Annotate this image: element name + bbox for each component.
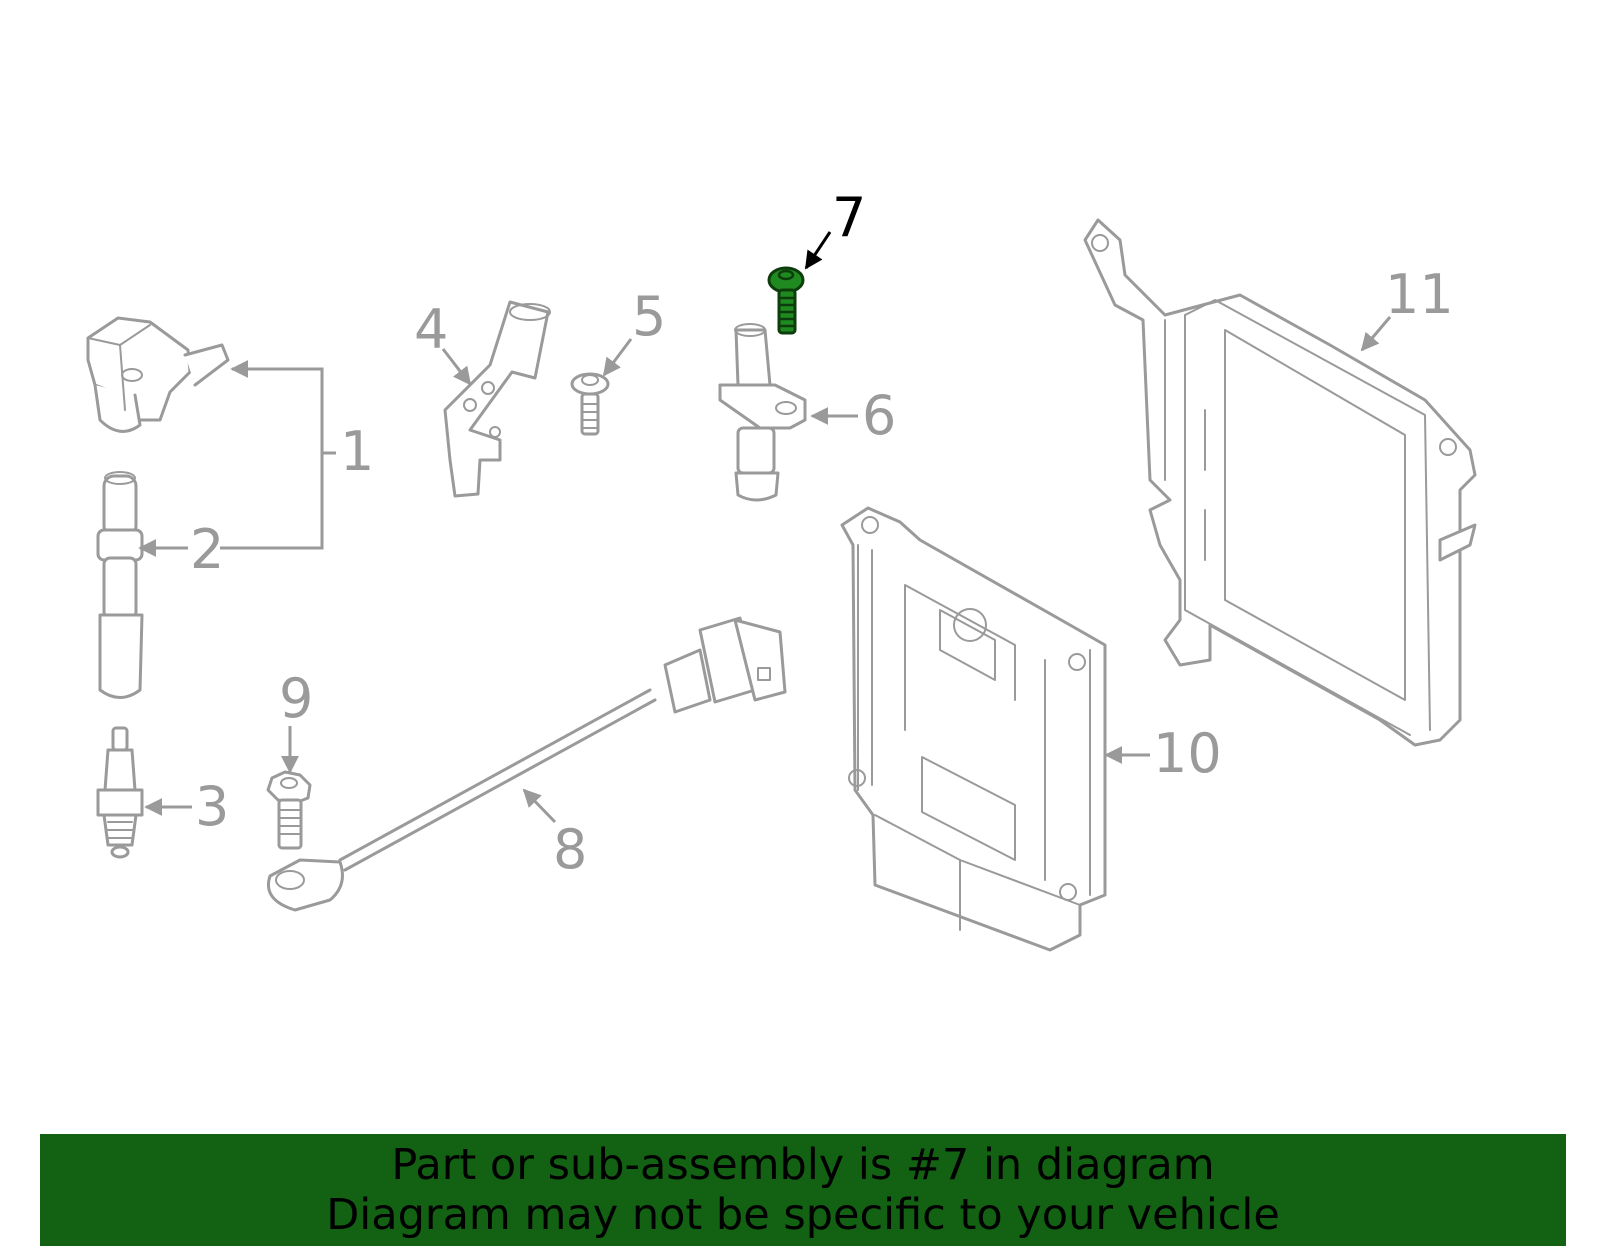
cam-sensor-part-6 (718, 323, 807, 502)
bolt-part-7-highlighted (767, 266, 805, 335)
callout-11: 11 (1385, 263, 1454, 326)
callout-1: 1 (340, 420, 374, 483)
callout-9: 9 (279, 667, 313, 730)
ignition-coil-tube-part-2 (96, 471, 144, 699)
callout-7: 7 (832, 186, 866, 249)
callout-3: 3 (195, 775, 229, 838)
bolt-part-9 (266, 770, 312, 850)
module-bracket-part-11 (1083, 218, 1477, 747)
callout-10: 10 (1153, 722, 1222, 785)
engine-control-module-part-10 (840, 506, 1107, 952)
banner-line-1: Part or sub-assembly is #7 in diagram (391, 1140, 1215, 1190)
callout-6: 6 (862, 384, 896, 447)
callout-2: 2 (190, 518, 224, 581)
spark-plug-part-3 (96, 726, 144, 859)
callout-8: 8 (553, 818, 587, 881)
callout-5: 5 (632, 285, 666, 348)
banner-line-2: Diagram may not be specific to your vehi… (326, 1190, 1280, 1240)
parts-diagram: 1 2 3 4 5 6 7 8 9 10 11 (86, 186, 1477, 952)
knock-sensor-cable-part-8 (267, 616, 787, 912)
crank-sensor-part-4 (443, 300, 551, 498)
bolt-part-5 (570, 372, 610, 436)
info-banner: Part or sub-assembly is #7 in diagram Di… (40, 1134, 1566, 1246)
callout-4: 4 (414, 298, 448, 361)
leader-lines (138, 231, 1392, 824)
ignition-coil-part-1 (86, 316, 230, 433)
